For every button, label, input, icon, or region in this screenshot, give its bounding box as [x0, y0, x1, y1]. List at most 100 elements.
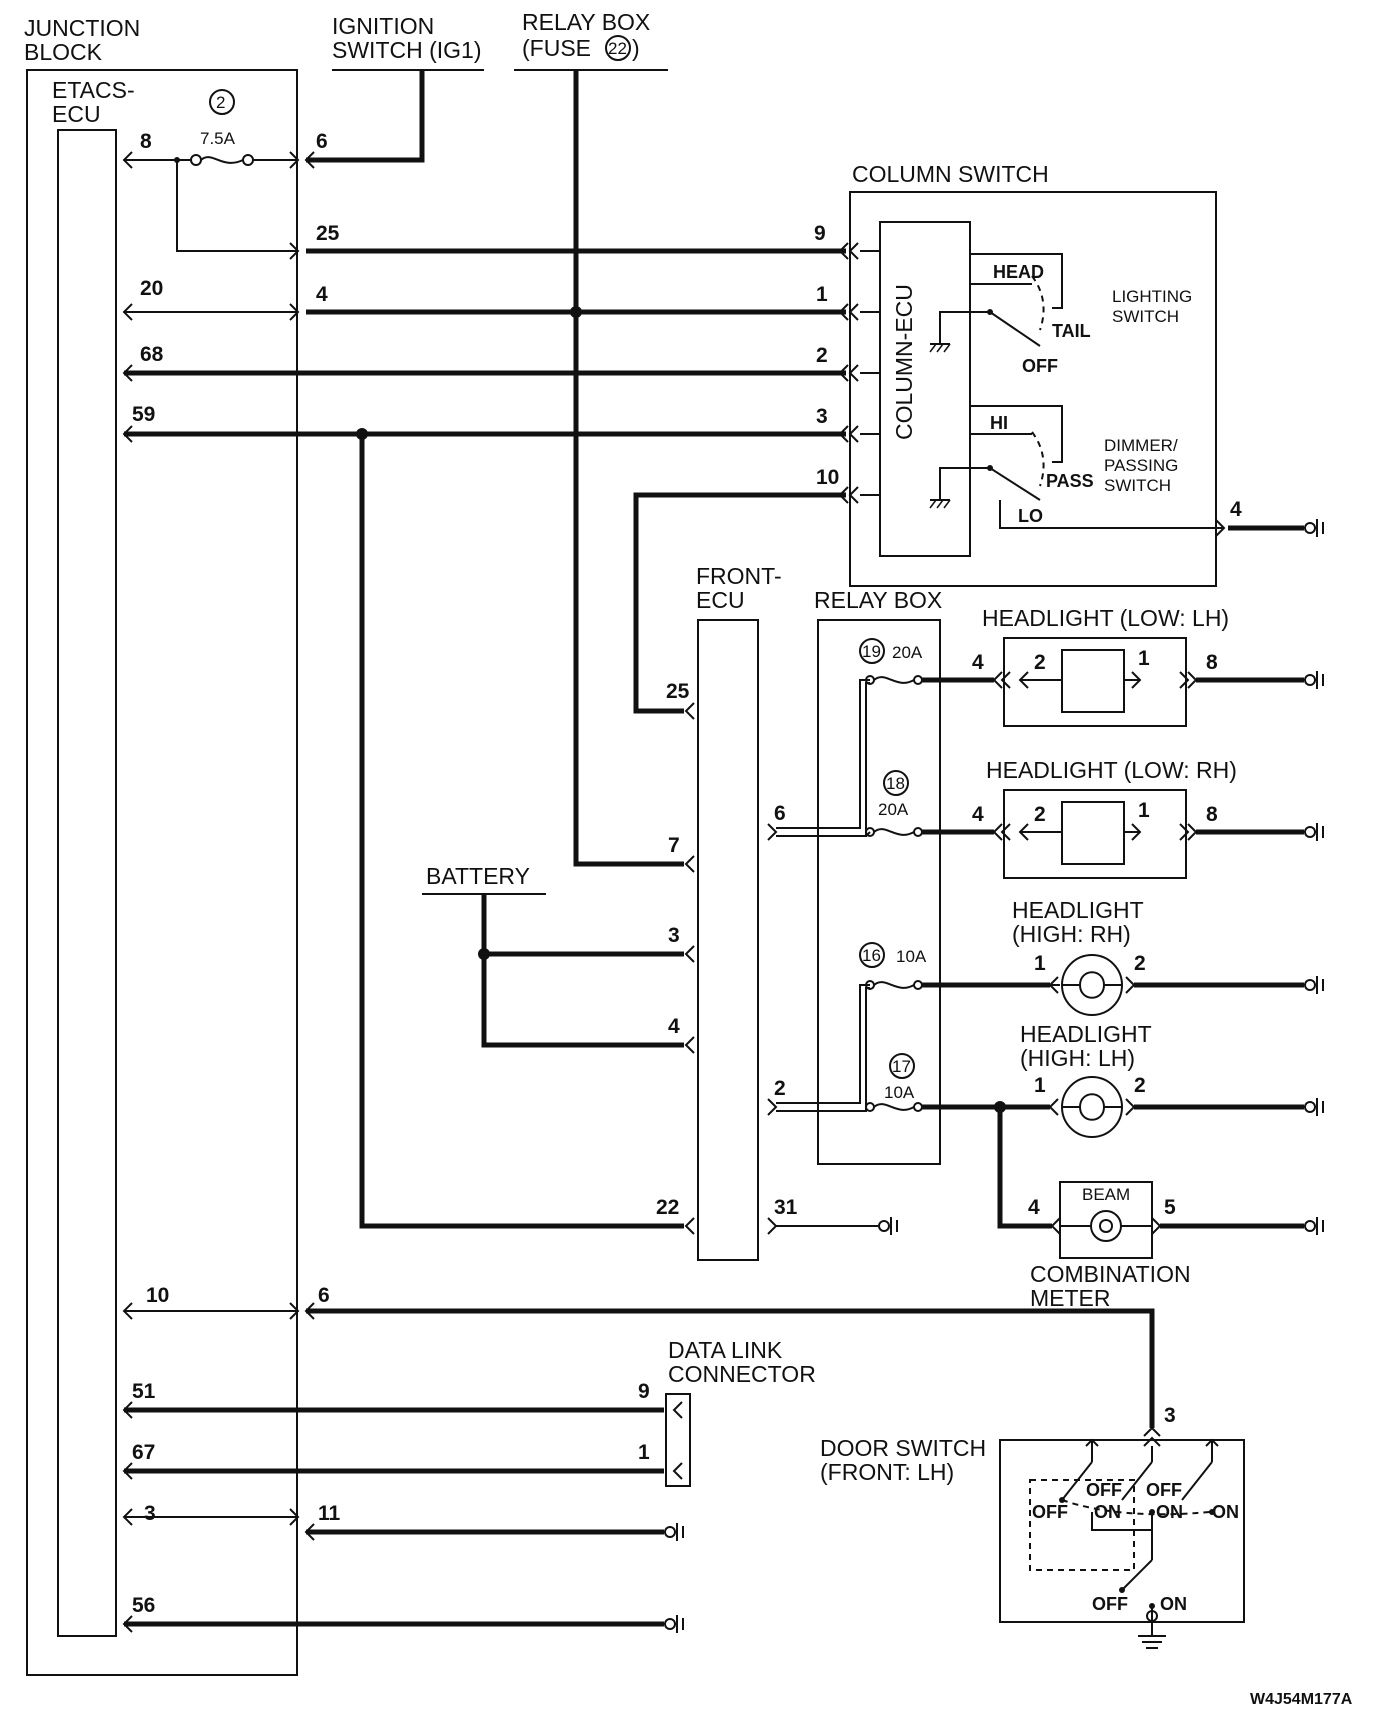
etacs-pin-68: 68 [140, 343, 164, 366]
etacs-pin-10: 10 [146, 1284, 169, 1307]
etacs-pins: 8 20 68 59 10 51 67 3 56 6 25 4 6 11 [132, 130, 341, 1617]
door-on-label-4: ON [1160, 1594, 1187, 1614]
fuse-17-number: 17 [892, 1057, 911, 1076]
data-link-pin-9: 9 [638, 1380, 650, 1403]
headlight-high-lh-label-2: (HIGH: LH) [1020, 1045, 1135, 1071]
etacs-pin-51: 51 [132, 1380, 156, 1403]
fuse-19-number: 19 [862, 642, 881, 661]
door-switch-label-2: (FRONT: LH) [820, 1459, 954, 1485]
beam-label: BEAM [1082, 1185, 1130, 1204]
fuse-22-number: 22 [608, 39, 627, 58]
hl-high-lh-pin-1: 1 [1034, 1074, 1046, 1097]
combination-meter: BEAM 4 5 COMBINATION METER [997, 1107, 1324, 1311]
door-switch-label-1: DOOR SWITCH [820, 1435, 986, 1461]
fuse-17-rating: 10A [884, 1083, 915, 1102]
etacs-pin-59: 59 [132, 403, 155, 426]
fuse-16-rating: 10A [896, 947, 927, 966]
ignition-switch-label-2: SWITCH (IG1) [332, 37, 482, 63]
combination-meter-label-1: COMBINATION [1030, 1261, 1191, 1287]
door-off-label-3: OFF [1146, 1480, 1182, 1500]
front-ecu-pin-22: 22 [656, 1196, 679, 1219]
jb-pin-6: 6 [316, 130, 328, 153]
headlight-low-rh: HEADLIGHT (LOW: RH) 4 2 1 8 [922, 757, 1324, 879]
hl-low-rh-pin-8: 8 [1206, 803, 1218, 826]
etacs-ecu-label-1: ETACS- [52, 77, 135, 103]
door-on-label-2: ON [1156, 1502, 1183, 1522]
door-off-label-4: OFF [1092, 1594, 1128, 1614]
data-link-pin-1: 1 [638, 1441, 650, 1464]
door-off-label-1: OFF [1032, 1502, 1068, 1522]
diagram-code: W4J54M177A [1250, 1691, 1353, 1708]
battery-label: BATTERY [426, 863, 530, 889]
ignition-switch-label-1: IGNITION [332, 13, 434, 39]
dimmer-switch-label-1: DIMMER/ [1104, 436, 1178, 455]
headlight-high-rh-label-1: HEADLIGHT [1012, 897, 1144, 923]
etacs-pin-3: 3 [144, 1502, 156, 1525]
relay-fuse-17: 17 10A [865, 1053, 923, 1112]
lighting-switch-label-1: LIGHTING [1112, 287, 1192, 306]
etacs-pin-8: 8 [140, 130, 152, 153]
front-ecu-pin-6: 6 [774, 802, 786, 825]
combination-meter-pin-5: 5 [1164, 1196, 1176, 1219]
fuse-18-rating: 20A [878, 800, 909, 819]
front-ecu-pin-3: 3 [668, 924, 680, 947]
column-switch-label: COLUMN SWITCH [852, 161, 1049, 187]
relay-fuse-19: 19 20A [859, 638, 923, 685]
column-ecu-box [879, 221, 971, 557]
front-ecu-outline [697, 619, 759, 1261]
ignition-switch: IGNITION SWITCH (IG1) [304, 13, 484, 169]
dimmer-passing-switch: HI PASS LO DIMMER/ PASSING SWITCH [929, 405, 1224, 529]
jb-pin-25: 25 [316, 222, 340, 245]
etacs-pin-20: 20 [140, 277, 163, 300]
relay-box-fuse-label-2: (FUSE [522, 35, 591, 61]
door-on-label-3: ON [1212, 1502, 1239, 1522]
jb-pin-6b: 6 [318, 1284, 330, 1307]
relay-box: RELAY BOX 19 20A 18 20A 1 [776, 587, 942, 1165]
hl-high-rh-pin-1: 1 [1034, 952, 1046, 975]
lighting-off-label: OFF [1022, 356, 1058, 376]
relay-box-outline [817, 619, 941, 1165]
battery: BATTERY [422, 863, 684, 1048]
lighting-head-label: HEAD [993, 262, 1044, 282]
fuse-2-rating: 7.5A [200, 129, 236, 148]
relay-fuse-18: 18 20A [865, 770, 923, 837]
door-off-label-2: OFF [1086, 1480, 1122, 1500]
column-switch-wires [122, 242, 859, 1229]
fuse-16-number: 16 [862, 946, 881, 965]
jb-pin-11: 11 [318, 1502, 341, 1525]
hl-low-rh-pin-4: 4 [972, 803, 984, 826]
hl-low-lh-pin-8: 8 [1206, 651, 1218, 674]
fuse-2-number: 2 [216, 93, 225, 112]
junction-block-label-1: JUNCTION [24, 15, 140, 41]
hl-low-rh-pin-1: 1 [1138, 799, 1150, 822]
column-switch-outline [849, 191, 1217, 587]
etacs-ecu-outline [57, 129, 117, 1637]
dimmer-switch-label-2: PASSING [1104, 456, 1178, 475]
relay-box-label: RELAY BOX [814, 587, 942, 613]
front-ecu-label-2: ECU [696, 587, 745, 613]
column-switch: COLUMN SWITCH COLUMN-ECU 9 1 2 3 10 HEAD… [814, 161, 1324, 587]
hl-low-lh-pin-4: 4 [972, 651, 984, 674]
combination-meter-pin-4: 4 [1028, 1196, 1040, 1219]
headlight-high-lh: HEADLIGHT (HIGH: LH) 1 2 [922, 1021, 1324, 1138]
fuse-18-number: 18 [886, 774, 905, 793]
door-switch: DOOR SWITCH (FRONT: LH) 3 OFF OFF ON OFF [820, 1404, 1245, 1649]
front-ecu-label-1: FRONT- [696, 563, 782, 589]
bottom-wires [122, 1302, 1155, 1634]
column-pin-3: 3 [816, 405, 828, 428]
junction-block: JUNCTION BLOCK [24, 15, 298, 1676]
door-switch-pin-3: 3 [1164, 1404, 1176, 1427]
dimmer-switch-label-3: SWITCH [1104, 476, 1171, 495]
data-link-label-2: CONNECTOR [668, 1361, 816, 1387]
dimmer-lo-label: LO [1018, 506, 1043, 526]
relay-box-fuse-22: RELAY BOX (FUSE 22 ) [514, 9, 684, 867]
etacs-ecu: ETACS- ECU [52, 77, 135, 1637]
hl-low-lh-pin-2: 2 [1034, 651, 1046, 674]
junction-internal-wires [122, 151, 300, 1526]
fuse-19-rating: 20A [892, 643, 923, 662]
dimmer-hi-label: HI [990, 413, 1008, 433]
column-pin-4: 4 [1230, 498, 1242, 521]
headlight-low-lh-label: HEADLIGHT (LOW: LH) [982, 605, 1229, 631]
etacs-pin-67: 67 [132, 1441, 155, 1464]
front-ecu: FRONT- ECU 25 7 3 4 22 6 2 31 [656, 563, 898, 1261]
